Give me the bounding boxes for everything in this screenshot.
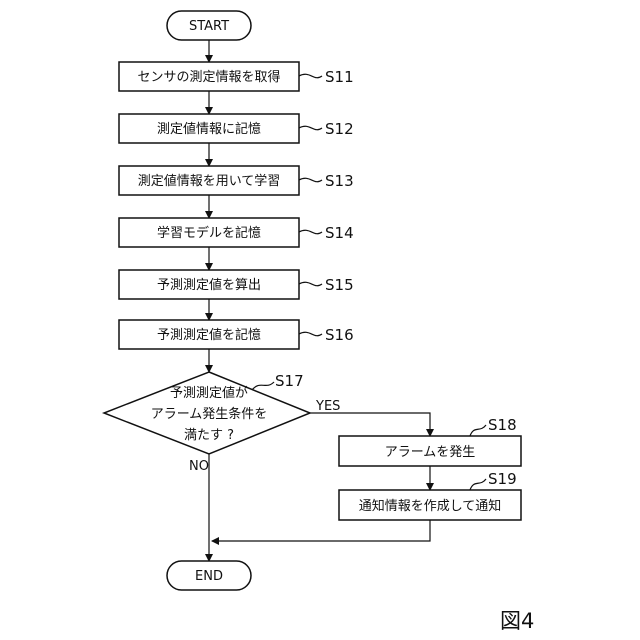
step-leader (299, 230, 322, 233)
step-leader (299, 282, 322, 285)
start-terminator: START (167, 11, 251, 40)
step-s11: センサの測定情報を取得 S11 (119, 62, 354, 91)
step-id: S12 (325, 120, 354, 138)
step-text: 予測測定値を記憶 (157, 327, 261, 343)
step-s15: 予測測定値を算出 S15 (119, 270, 354, 299)
step-leader (470, 425, 486, 436)
figure-label: 図4 (500, 609, 534, 633)
end-terminator: END (167, 561, 251, 590)
decision-s17: 予測測定値が アラーム発生条件を 満たす ? S17 YES NO (104, 372, 340, 474)
step-text: 測定値情報を用いて学習 (138, 173, 281, 189)
step-leader (299, 126, 322, 129)
step-text: 予測測定値を算出 (157, 277, 261, 293)
step-id: S11 (325, 68, 354, 86)
step-s13: 測定値情報を用いて学習 S13 (119, 166, 354, 195)
step-s14: 学習モデルを記憶 S14 (119, 218, 354, 247)
arrow-yes-s18 (310, 413, 430, 436)
step-text: センサの測定情報を取得 (137, 69, 280, 85)
step-id: S19 (488, 470, 517, 488)
step-id: S15 (325, 276, 354, 294)
step-s12: 測定値情報に記憶 S12 (119, 114, 354, 143)
step-text: アラームを発生 (385, 445, 476, 460)
no-label: NO (189, 459, 209, 474)
step-text: 通知情報を作成して通知 (359, 498, 502, 514)
step-text: 測定値情報に記憶 (157, 121, 261, 137)
decision-line-3: 満たす ? (184, 428, 234, 443)
decision-id: S17 (275, 372, 304, 390)
step-s16: 予測測定値を記憶 S16 (119, 320, 354, 349)
step-leader (299, 332, 322, 335)
step-id: S14 (325, 224, 354, 242)
step-leader (470, 479, 486, 490)
step-id: S16 (325, 326, 354, 344)
decision-leader (252, 382, 274, 390)
step-leader (299, 178, 322, 181)
start-label: START (189, 19, 229, 34)
yes-label: YES (315, 399, 340, 414)
step-text: 学習モデルを記憶 (157, 225, 261, 241)
end-label: END (195, 569, 223, 584)
arrow-s19-merge (212, 520, 430, 541)
decision-line-2: アラーム発生条件を (151, 406, 268, 422)
decision-line-1: 予測測定値が (170, 385, 248, 401)
step-leader (299, 74, 322, 77)
step-id: S18 (488, 416, 517, 434)
step-id: S13 (325, 172, 354, 190)
